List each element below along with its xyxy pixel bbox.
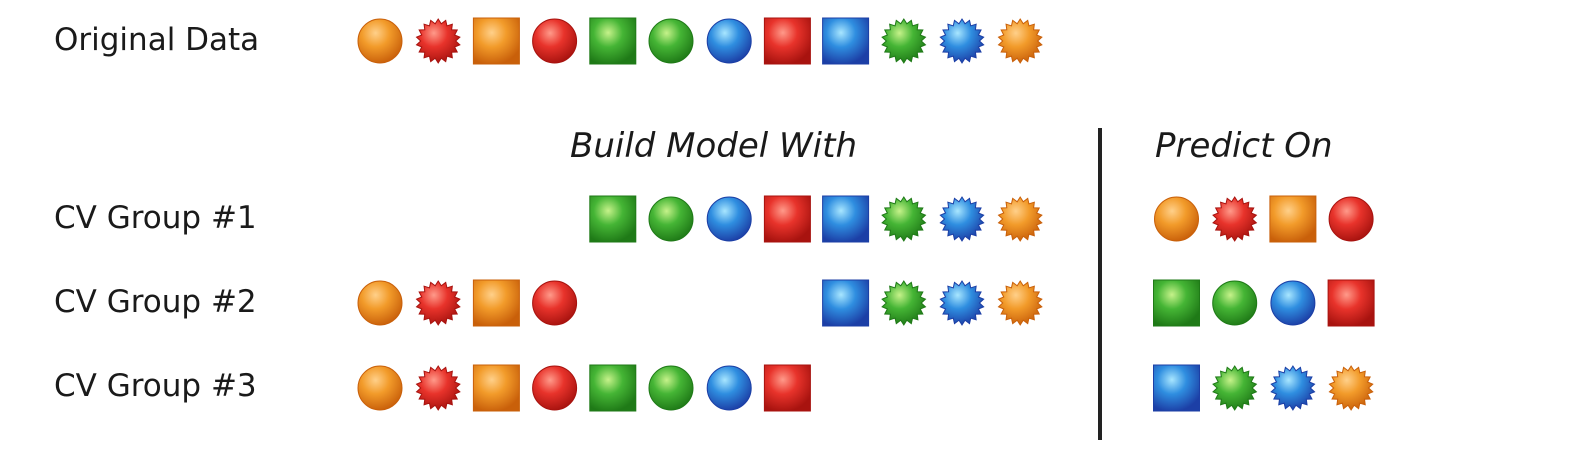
red-circle-item <box>532 280 578 326</box>
green-circle-item <box>648 18 694 64</box>
orange-square-item <box>472 17 520 65</box>
blue-circle-item <box>706 196 752 242</box>
blue-square-item <box>822 17 870 65</box>
green-star-item <box>1212 365 1258 411</box>
red-square-item <box>763 364 811 412</box>
blue-circle-item <box>706 18 752 64</box>
orange-star-item <box>997 18 1043 64</box>
orange-circle-item <box>357 365 403 411</box>
build-model-header: Build Model With <box>570 126 857 166</box>
red-square-item <box>763 17 811 65</box>
blue-star-item <box>1270 365 1316 411</box>
orange-circle-item <box>1154 196 1199 242</box>
cv-group-3-label: CV Group #3 <box>54 368 257 404</box>
orange-square-item <box>472 279 520 327</box>
orange-square-item <box>472 364 520 412</box>
blue-star-item <box>939 196 985 242</box>
cv-group-1-label: CV Group #1 <box>54 200 257 236</box>
predict-on-header: Predict On <box>1155 126 1333 166</box>
blue-star-item <box>939 18 985 64</box>
orange-circle-item <box>357 18 403 64</box>
red-square-item <box>1327 279 1375 327</box>
original-data-label: Original Data <box>54 22 260 58</box>
blue-square-item <box>822 279 870 327</box>
green-star-item <box>881 18 927 64</box>
red-star-item <box>415 280 461 326</box>
orange-star-item <box>997 196 1043 242</box>
orange-circle-item <box>357 280 403 326</box>
orange-star-item <box>997 280 1043 326</box>
red-circle-item <box>532 18 578 64</box>
red-square-item <box>763 195 811 243</box>
green-star-item <box>881 280 927 326</box>
green-square-item <box>589 364 637 412</box>
train-test-divider <box>1098 128 1102 440</box>
red-star-item <box>415 18 461 64</box>
red-circle-item <box>1328 196 1374 242</box>
blue-circle-item <box>706 365 752 411</box>
green-star-item <box>881 196 927 242</box>
blue-star-item <box>939 280 985 326</box>
orange-square-item <box>1269 195 1317 243</box>
cv-group-2-label: CV Group #2 <box>54 284 257 320</box>
green-square-item <box>589 17 637 65</box>
red-star-item <box>415 365 461 411</box>
blue-circle-item <box>1270 280 1316 326</box>
green-circle-item <box>1212 280 1258 326</box>
blue-square-item <box>822 195 870 243</box>
green-circle-item <box>648 196 694 242</box>
orange-star-item <box>1328 365 1374 411</box>
red-circle-item <box>532 365 578 411</box>
red-star-item <box>1212 196 1258 242</box>
green-square-item <box>589 195 637 243</box>
blue-square-item <box>1153 364 1200 412</box>
green-circle-item <box>648 365 694 411</box>
green-square-item <box>1153 279 1200 327</box>
